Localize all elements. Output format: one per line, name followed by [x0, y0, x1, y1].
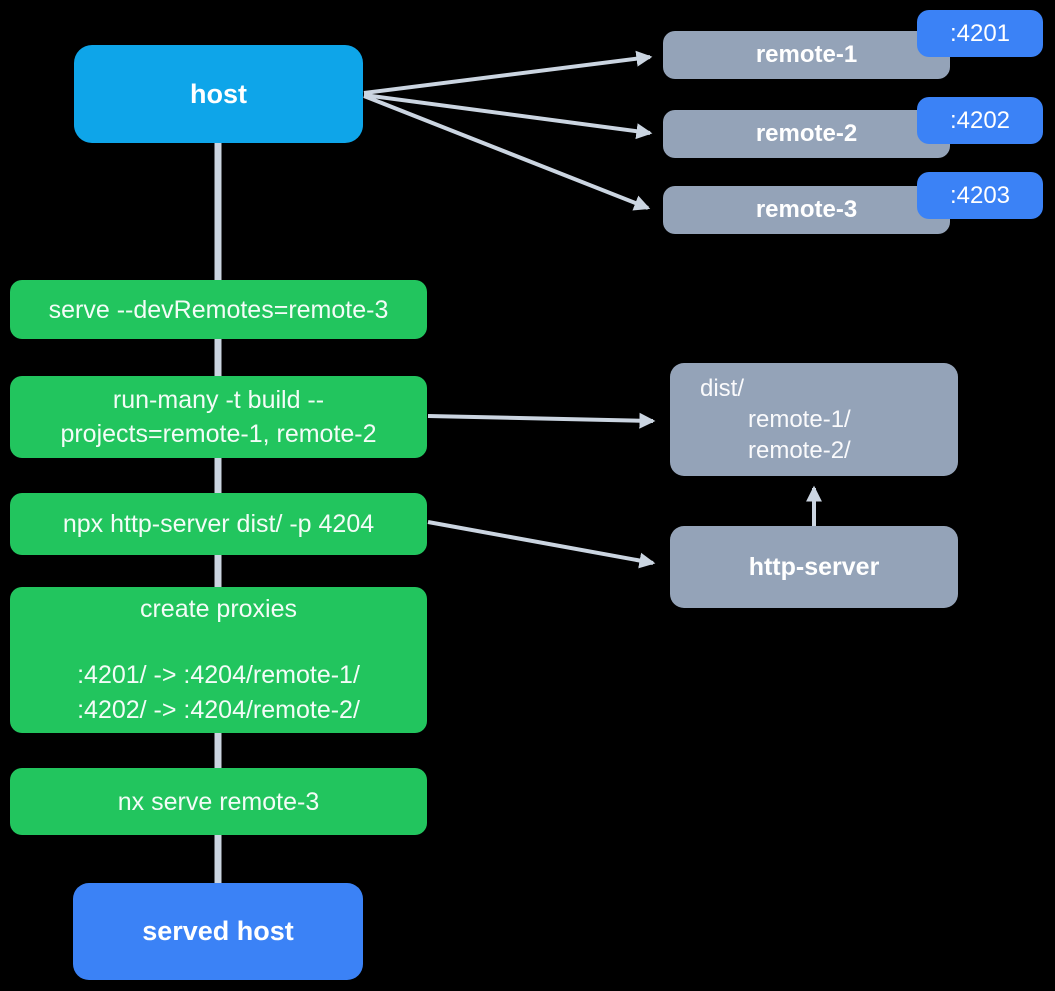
- command-npx-http-server: npx http-server dist/ -p 4204: [10, 493, 427, 555]
- command-serve-dev-remotes: serve --devRemotes=remote-3: [10, 280, 427, 339]
- arrow-host-to-remote-2: [363, 93, 653, 140]
- command-nx-serve-remote-3: nx serve remote-3: [10, 768, 427, 835]
- arrow-host-to-remote-3: [363, 94, 651, 211]
- command-line: npx http-server dist/ -p 4204: [62, 510, 375, 538]
- remote-3-node: remote-3: [663, 186, 950, 234]
- http-server-node: http-server: [670, 526, 958, 608]
- host-node: host: [74, 45, 363, 143]
- dist-remote-1-line: remote-1/: [748, 406, 851, 433]
- arrow-npx-to-http-server: [427, 520, 656, 569]
- proxy-mapping: :4202/ -> :4204/remote-2/: [77, 696, 360, 724]
- proxy-mapping: :4201/ -> :4204/remote-1/: [77, 661, 360, 689]
- arrow-runmany-to-dist: [427, 412, 656, 429]
- remote-2-node: remote-2: [663, 110, 950, 158]
- command-line: nx serve remote-3: [117, 787, 320, 816]
- port-badge-4203: :4203: [917, 172, 1043, 219]
- dist-remote-2-line: remote-2/: [748, 437, 851, 464]
- served-host-node: served host: [73, 883, 363, 980]
- command-line: projects=remote-1, remote-2: [60, 420, 377, 448]
- command-line: serve --devRemotes=remote-3: [48, 295, 389, 324]
- port-badge-4202: :4202: [917, 97, 1043, 144]
- dist-root-line: dist/: [700, 375, 745, 402]
- remote-1-node: remote-1: [663, 31, 950, 79]
- command-run-many-build: run-many -t build -- projects=remote-1, …: [10, 376, 427, 458]
- port-badge-4201: :4201: [917, 10, 1043, 57]
- arrow-host-to-remote-1: [363, 50, 653, 95]
- command-line: run-many -t build --: [112, 386, 325, 414]
- dist-output-node: dist/ remote-1/ remote-2/: [670, 363, 958, 476]
- command-create-proxies: create proxies :4201/ -> :4204/remote-1/…: [10, 587, 427, 733]
- create-proxies-title: create proxies: [139, 595, 298, 623]
